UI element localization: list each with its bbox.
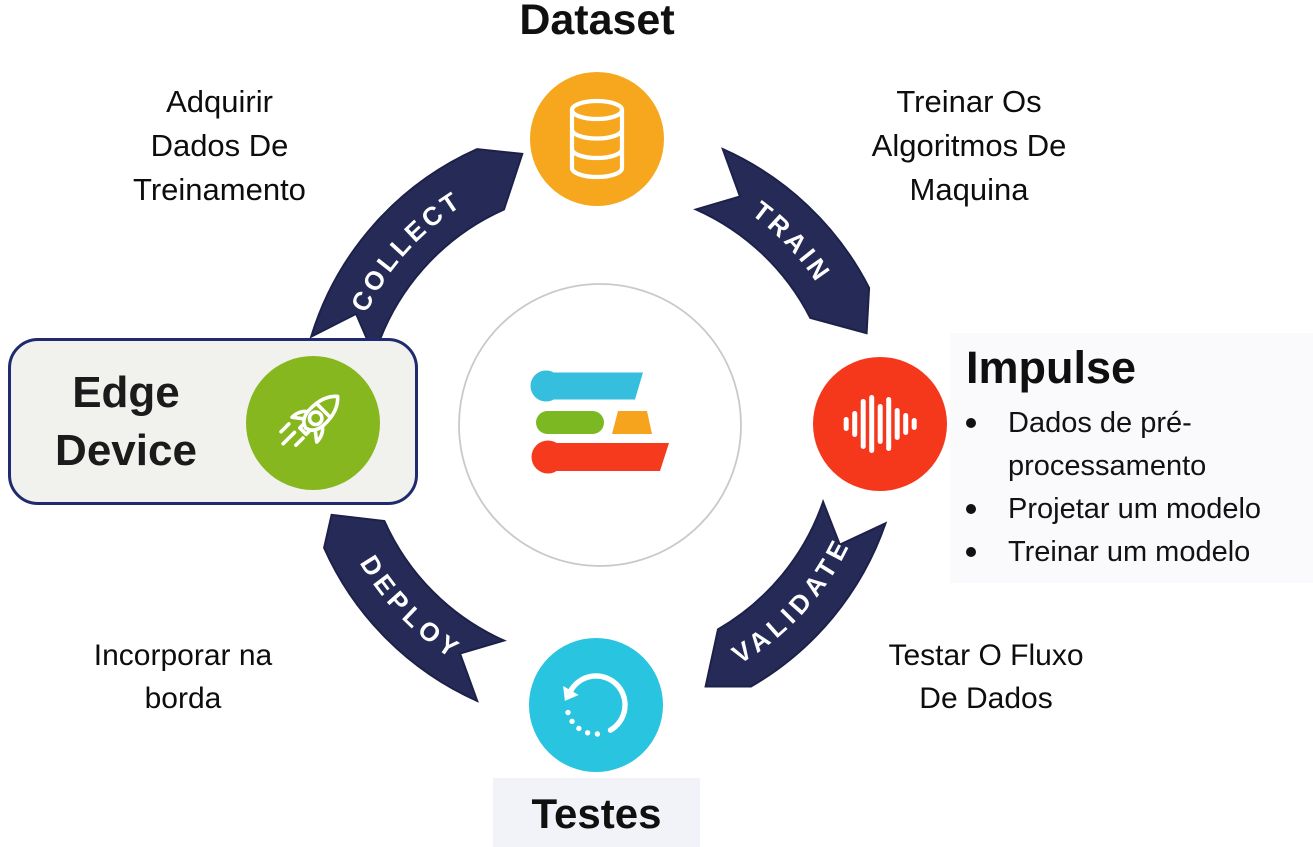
annotation-deploy: Incorporar na borda (33, 634, 333, 720)
impulse-panel-background (950, 333, 1313, 583)
logo-bar-green (536, 411, 604, 434)
testes-node (529, 638, 663, 772)
testes-circle (529, 638, 663, 772)
annotation-validate: Testar O Fluxo De Dados (836, 634, 1136, 720)
deploy-arrow-ribbon (323, 513, 507, 703)
annotation-line: Treinar Os (896, 84, 1042, 119)
annotation-line: Treinamento (133, 172, 306, 207)
logo-bar-cyan (546, 372, 643, 400)
refresh-icon (563, 673, 628, 737)
edge-device-label-line1: Edge (72, 367, 180, 417)
testes-title: Testes (531, 790, 662, 837)
dataset-title: Dataset (519, 0, 675, 44)
annotation-line: Dados De (150, 128, 289, 163)
impulse-bullet-item: Treinar um modelo (950, 531, 1308, 574)
database-icon (569, 98, 625, 180)
edge-impulse-logo (530, 370, 669, 474)
logo-bar-orange (612, 411, 652, 434)
annotation-line: Testar O Fluxo (888, 639, 1084, 672)
dataset-node (530, 72, 664, 206)
annotation-line: Maquina (909, 172, 1029, 207)
annotation-train: Treinar Os Algoritmos De Maquina (819, 80, 1119, 212)
annotation-line: Adquirir (166, 84, 273, 119)
train-arrow-ribbon (693, 147, 871, 335)
impulse-node (813, 357, 947, 491)
edge-device-label: Edge Device (11, 364, 241, 480)
annotation-line: Algoritmos De (871, 128, 1067, 163)
annotation-line: De Dados (919, 682, 1053, 715)
testes-panel-background (493, 778, 700, 847)
edge-device-node (246, 356, 380, 490)
annotation-line: Incorporar na (93, 639, 273, 672)
impulse-text-block: Impulse Dados de pré-processamento Proje… (950, 340, 1313, 574)
impulse-bullet-list: Dados de pré-processamento Projetar um m… (950, 402, 1313, 574)
annotation-line: borda (144, 682, 222, 715)
logo-bar-red (548, 443, 669, 471)
annotation-collect: Adquirir Dados De Treinamento (72, 80, 367, 212)
impulse-bullet-item: Projetar um modelo (950, 488, 1308, 531)
edge-device-label-line2: Device (55, 425, 197, 475)
collect-arrow-ribbon (309, 148, 524, 359)
impulse-heading: Impulse (966, 342, 1137, 393)
rocket-icon (279, 394, 340, 447)
validate-arrow-ribbon (704, 498, 888, 688)
audio-waveform-icon (843, 395, 917, 453)
impulse-bullet-item: Dados de pré-processamento (950, 402, 1308, 488)
